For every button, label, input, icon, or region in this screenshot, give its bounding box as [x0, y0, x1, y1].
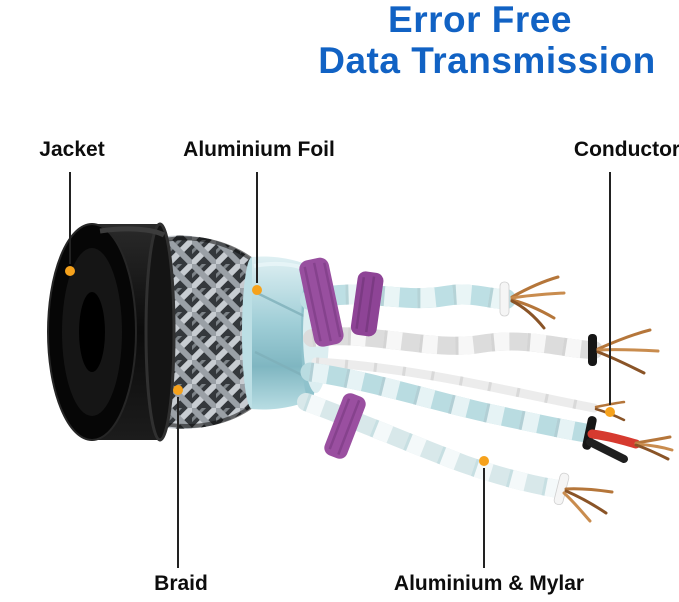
leader-lines — [69, 172, 611, 568]
twisted-pair-2 — [303, 327, 603, 359]
wire-bundle-graphic — [297, 257, 674, 523]
callout-conductor: Conductor — [573, 138, 679, 161]
jacket-marker-dot — [65, 266, 75, 276]
braid-marker-dot — [173, 385, 183, 395]
callout-aluminium-foil: Aluminium Foil — [183, 138, 335, 161]
twisted-pair-3 — [300, 362, 596, 443]
callout-aluminium-mylar: Aluminium & Mylar — [393, 572, 585, 595]
foil-marker-dot — [252, 285, 262, 295]
mylar-wrap-graphic — [299, 257, 384, 459]
marker-dots — [65, 266, 615, 466]
conductor-marker-dot — [605, 407, 615, 417]
copper-strands-graphic — [510, 275, 674, 523]
headline-line-1: Error Free — [388, 0, 572, 40]
callout-jacket: Jacket — [39, 138, 105, 161]
headline-line-2: Data Transmission — [318, 40, 656, 81]
white-wire — [311, 357, 599, 413]
mylar-marker-dot — [479, 456, 489, 466]
callout-braid: Braid — [154, 572, 208, 595]
twisted-pair-1 — [300, 284, 516, 310]
jacket-graphic — [47, 222, 176, 442]
red-wire-tip — [586, 429, 641, 463]
